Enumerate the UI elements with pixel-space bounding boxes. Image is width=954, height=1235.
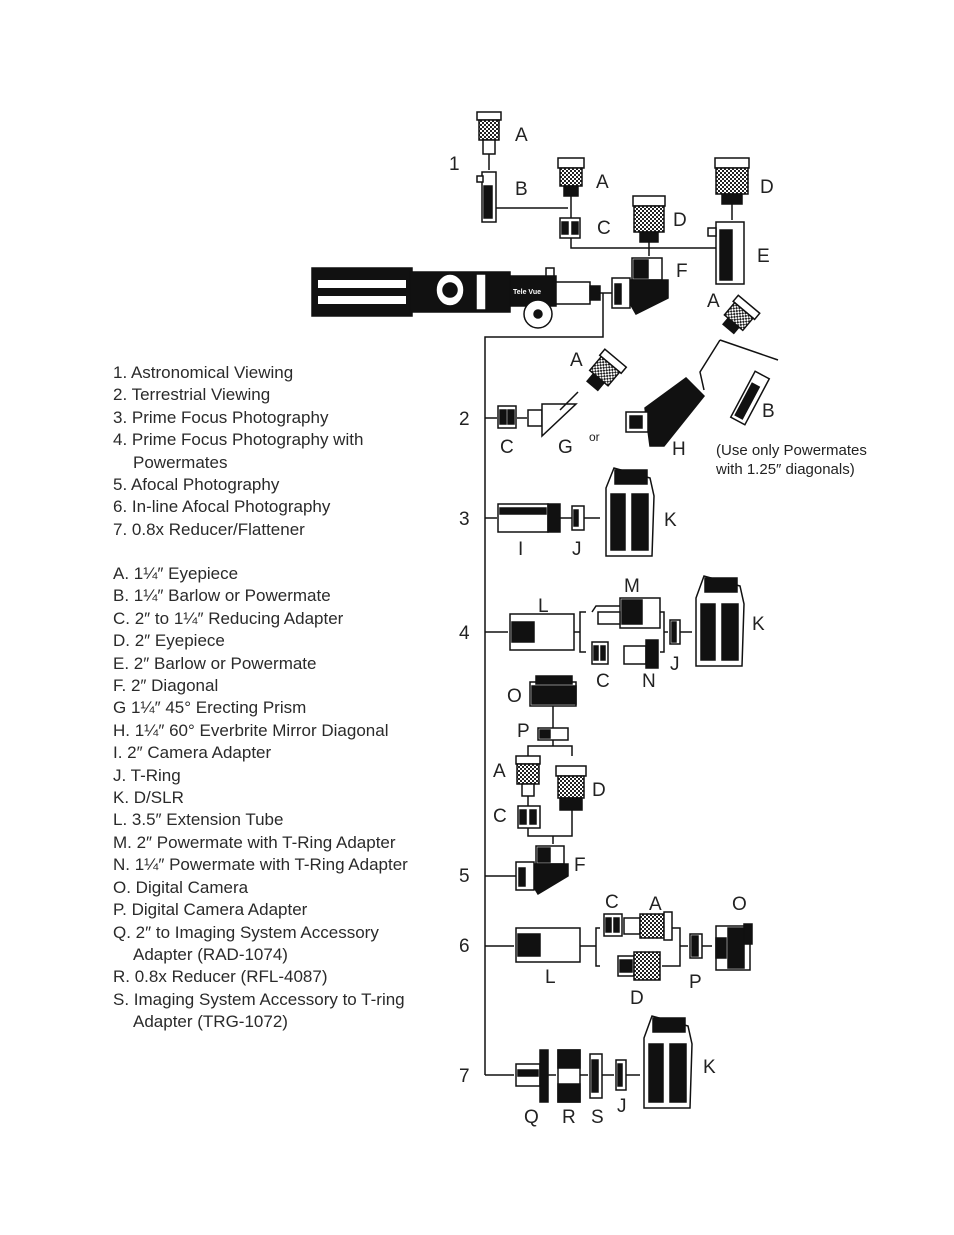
part-item-11: K. D/SLR — [113, 788, 184, 808]
part-letter-d-4: D — [673, 210, 687, 231]
part-item-1: A. 1¼″ Eyepiece — [113, 564, 239, 583]
parts-legend: A. 1¼″ Eyepiece B. 1¼″ Barlow or Powermat… — [113, 563, 408, 1034]
part-letter-n-22: N — [642, 671, 656, 692]
part-item-17: Q. 2″ to Imaging System Accessory — [113, 922, 379, 942]
part-letter-a-25: A — [493, 761, 506, 782]
part-letter-h-13: H — [672, 439, 686, 460]
part-letter-g-12: G — [558, 437, 573, 458]
part-item-3: C. 2″ to 1¼″ Reducing Adapter — [113, 608, 344, 628]
part-item-9: I. 2″ Camera Adapter — [113, 743, 272, 763]
brand-label: Tele Vue — [513, 289, 541, 296]
part-item-6: F. 2″ Diagonal — [113, 676, 219, 696]
part-letter-d-34: D — [630, 988, 644, 1009]
part-letter-d-5: D — [760, 177, 774, 198]
row-number-2: 2 — [459, 409, 470, 430]
part-item-4: D. 2″ Eyepiece — [113, 631, 225, 651]
part-letter-p-24: P — [517, 721, 530, 742]
part-item-5: E. 2″ Barlow or Powermate — [113, 653, 317, 673]
row-1-assembly — [476, 111, 750, 315]
row-6-assembly — [485, 911, 753, 981]
part-letter-e-6: E — [757, 246, 770, 267]
part-letter-j-16: J — [572, 539, 582, 560]
part-letter-j-20: J — [670, 654, 680, 675]
part-letter-l-32: L — [545, 967, 556, 988]
use-item-7: 7. 0.8x Reducer/Flattener — [113, 519, 305, 539]
part-letter-k-19: K — [752, 614, 765, 635]
part-letter-l-18: L — [538, 596, 549, 617]
part-letter-i-15: I — [518, 539, 523, 560]
part-item-19-cont: Adapter (TRG-1072) — [133, 1012, 288, 1032]
part-letter-c-11: C — [500, 437, 514, 458]
use-item-5: 5. Afocal Photography — [113, 475, 280, 495]
part-item-12: L. 3.5″ Extension Tube — [113, 810, 284, 830]
part-letter-f-7: F — [676, 261, 688, 282]
part-letter-b-1: B — [515, 179, 528, 200]
part-item-8: H. 1¼″ 60° Everbrite Mirror Diagonal — [113, 720, 389, 740]
part-letter-c-29: C — [605, 892, 619, 913]
part-item-2: B. 1¼″ Barlow or Powermate — [113, 586, 331, 606]
row-2-assembly — [485, 294, 779, 447]
row-numbers: 1 2 3 4 5 6 7 — [449, 154, 470, 1087]
part-letter-f-28: F — [574, 855, 586, 876]
part-letter-c-27: C — [493, 806, 507, 827]
row-number-1: 1 — [449, 154, 460, 175]
row-number-3: 3 — [459, 509, 470, 530]
row-number-7: 7 — [459, 1066, 470, 1087]
row-5-assembly — [485, 675, 587, 896]
part-item-13: M. 2″ Powermate with T-Ring Adapter — [113, 832, 396, 852]
row-7-assembly — [485, 1015, 693, 1109]
row-number-6: 6 — [459, 936, 470, 957]
part-item-17-cont: Adapter (RAD-1074) — [133, 944, 288, 964]
use-item-4: 4. Prime Focus Photography with — [113, 430, 364, 450]
part-item-18: R. 0.8x Reducer (RFL-4087) — [113, 967, 328, 987]
uses-legend: 1. Astronomical Viewing 2. Terrestrial Vi… — [113, 362, 363, 541]
part-letter-k-35: K — [703, 1057, 716, 1078]
part-letter-a-9: A — [570, 350, 583, 371]
part-letter-c-21: C — [596, 671, 610, 692]
row-number-4: 4 — [459, 623, 470, 644]
part-item-19: S. Imaging System Accessory to T-ring — [113, 989, 405, 1009]
part-letter-j-36: J — [617, 1096, 627, 1117]
part-letter-d-26: D — [592, 780, 606, 801]
row-4-assembly — [485, 575, 745, 669]
connector-spine — [484, 293, 604, 1075]
part-letter-q-37: Q — [524, 1107, 539, 1128]
row-number-5: 5 — [459, 866, 470, 887]
part-item-16: P. Digital Camera Adapter — [113, 900, 308, 920]
use-item-1: 1. Astronomical Viewing — [113, 363, 294, 382]
part-letter-o-31: O — [732, 894, 747, 915]
part-letter-a-30: A — [649, 894, 662, 915]
part-letter-a-2: A — [596, 172, 609, 193]
part-letter-k-14: K — [664, 510, 677, 531]
powermate-note-line-1: (Use only Powermates — [716, 442, 867, 459]
part-letter-m-17: M — [624, 576, 640, 597]
part-item-14: N. 1¼″ Powermate with T-Ring Adapter — [113, 855, 408, 875]
use-item-4-cont: Powermates — [133, 452, 228, 472]
part-item-7: G 1¼″ 45° Erecting Prism — [113, 698, 307, 718]
part-letter-o-23: O — [507, 686, 522, 707]
row-3-assembly — [485, 467, 655, 557]
part-item-10: J. T-Ring — [113, 765, 181, 785]
telescope — [311, 267, 601, 329]
part-letter-c-3: C — [597, 218, 611, 239]
powermate-note-line-2: with 1.25″ diagonals) — [715, 461, 855, 478]
part-letter-b-10: B — [762, 401, 775, 422]
part-letter-p-33: P — [689, 972, 702, 993]
or-label: or — [589, 430, 600, 444]
use-item-2: 2. Terrestrial Viewing — [113, 385, 271, 405]
use-item-6: 6. In-line Afocal Photography — [113, 497, 331, 517]
part-letter-a-0: A — [515, 125, 528, 146]
part-item-15: O. Digital Camera — [113, 877, 249, 897]
part-letter-s-39: S — [591, 1107, 604, 1128]
use-item-3: 3. Prime Focus Photography — [113, 407, 329, 427]
part-letter-a-8: A — [707, 291, 720, 312]
part-letter-r-38: R — [562, 1107, 576, 1128]
